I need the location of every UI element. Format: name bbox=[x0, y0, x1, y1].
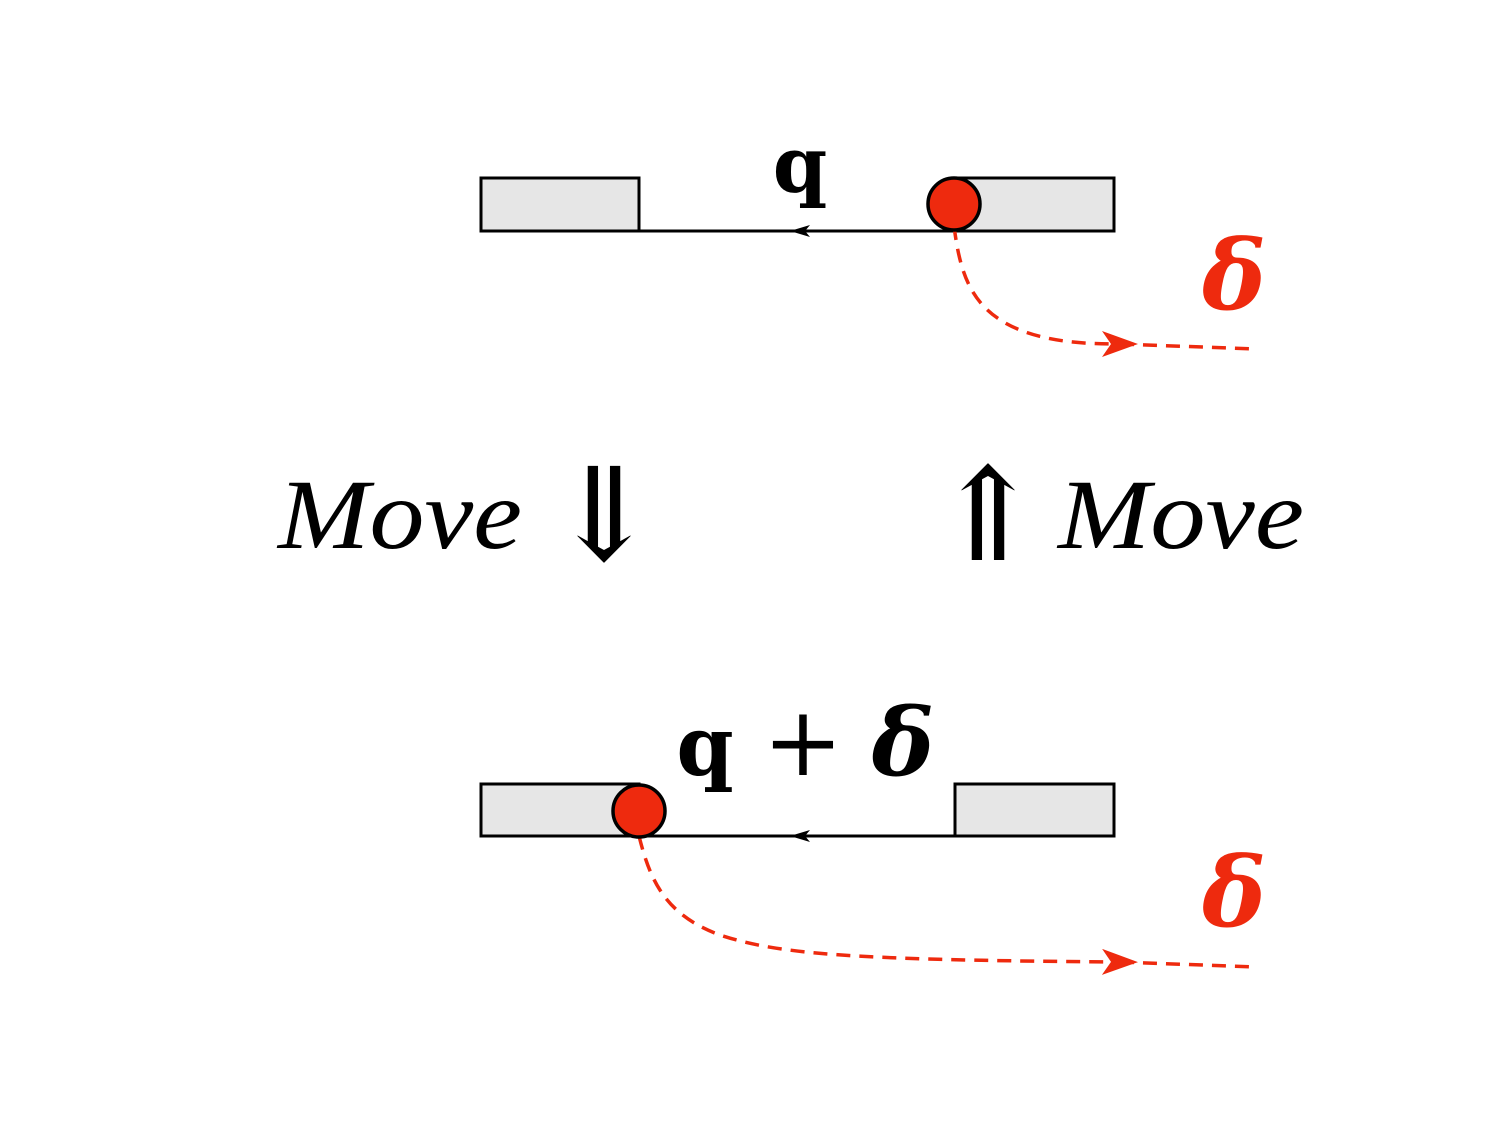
bottom-delta-label: δ bbox=[1201, 836, 1266, 949]
bottom-momentum-q: q bbox=[676, 699, 733, 795]
top-delta-trajectory-head bbox=[952, 225, 1138, 357]
bottom-right-box bbox=[953, 782, 1116, 838]
move-transition-right: ⇑ Move bbox=[934, 439, 1304, 591]
bottom-momentum-plus: + bbox=[763, 686, 843, 798]
bottom-configuration: q + δ δ bbox=[479, 686, 1266, 975]
top-momentum-label: q bbox=[773, 120, 828, 211]
bottom-delta-trajectory-head bbox=[637, 835, 1138, 975]
top-particle bbox=[926, 176, 982, 232]
top-delta-label: δ bbox=[1201, 219, 1266, 332]
bottom-delta-trajectory-tail bbox=[1119, 960, 1257, 969]
top-configuration: q δ bbox=[479, 120, 1266, 357]
bottom-particle bbox=[611, 783, 667, 839]
move-transition-left: Move ⇓ bbox=[276, 439, 659, 591]
bottom-momentum-label: q + δ bbox=[676, 686, 934, 798]
top-left-box bbox=[479, 176, 641, 233]
bottom-momentum-delta: δ bbox=[871, 688, 935, 798]
up-double-arrow-icon: ⇑ bbox=[934, 439, 1043, 591]
down-double-arrow-icon: ⇓ bbox=[550, 439, 659, 591]
move-left-label: Move bbox=[276, 459, 522, 570]
move-right-label: Move bbox=[1056, 459, 1304, 570]
top-delta-trajectory-tail bbox=[1119, 342, 1257, 351]
